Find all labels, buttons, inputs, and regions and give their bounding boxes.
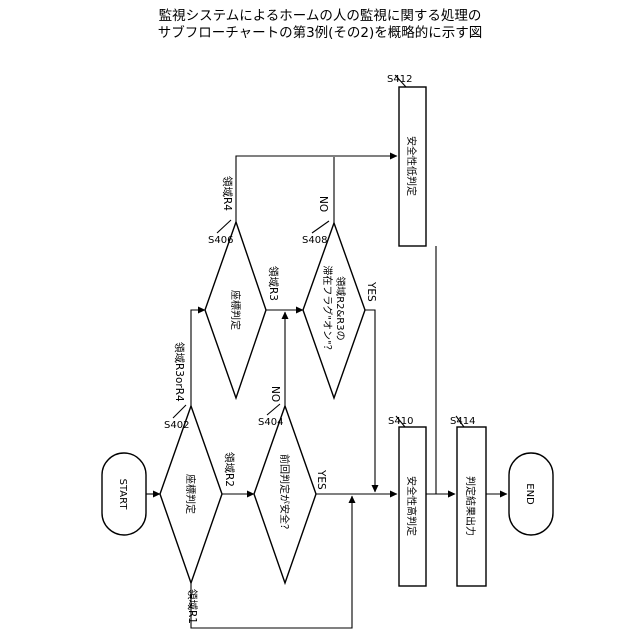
branch-label-r3: 領域R3 [267, 266, 280, 301]
process-s410: 安全性高判定 S410 [388, 416, 426, 586]
s404-text: 前回判定が安全？ [278, 454, 291, 534]
s404-step-label: S404 [258, 417, 283, 428]
s404-yes-label: YES [315, 469, 327, 490]
s410-text: 安全性高判定 [405, 476, 418, 536]
branch-label-r3orr4: 領域R3orR4 [173, 342, 186, 402]
s408-leader [312, 221, 329, 233]
process-s414: 判定結果出力 S414 [450, 416, 486, 586]
s408-text-line-2: 滞在フラグ"オン"？ [321, 265, 334, 354]
s414-text: 判定結果出力 [464, 476, 477, 536]
s406-text: 座標判定 [229, 290, 242, 330]
line-s402-r3orr4-to-s406 [191, 310, 205, 406]
s404-no-label: NO [269, 386, 281, 402]
s408-text-line-1: 領域R2&R3の [334, 276, 347, 340]
branch-labels: 領域R1 領域R2 領域R3orR4 領域R3 領域R4 YES NO YES … [173, 176, 377, 624]
decision-s406: 座標判定 S406 [205, 220, 266, 398]
s408-no-label: NO [317, 196, 329, 212]
process-s412: 安全性低判定 S412 [387, 74, 426, 246]
line-s406-r4-to-s412 [236, 156, 397, 222]
branch-label-r2: 領域R2 [223, 452, 236, 487]
line-s412-to-s414 [436, 246, 455, 494]
decision-s404: 前回判定が安全？ S404 [254, 404, 316, 583]
s408-yes-label: YES [365, 281, 377, 302]
end-label: END [524, 483, 535, 505]
s404-leader [267, 404, 280, 415]
s402-step-label: S402 [164, 420, 189, 431]
branch-label-r1: 領域R1 [186, 589, 199, 624]
s402-leader [173, 405, 186, 418]
start-terminal: START [102, 453, 146, 535]
line-s408-yes [365, 310, 375, 492]
s408-step-label: S408 [302, 235, 327, 246]
s412-text: 安全性低判定 [405, 136, 418, 196]
decision-s402: 座標判定 S402 [160, 405, 222, 583]
start-label: START [117, 479, 128, 511]
s402-text: 座標判定 [184, 474, 197, 514]
s406-step-label: S406 [208, 235, 233, 246]
branch-label-r4: 領域R4 [221, 176, 234, 211]
decision-s408: 領域R2&R3の 滞在フラグ"オン"？ S408 [302, 221, 365, 398]
s406-leader [217, 220, 231, 233]
end-terminal: END [509, 453, 553, 535]
